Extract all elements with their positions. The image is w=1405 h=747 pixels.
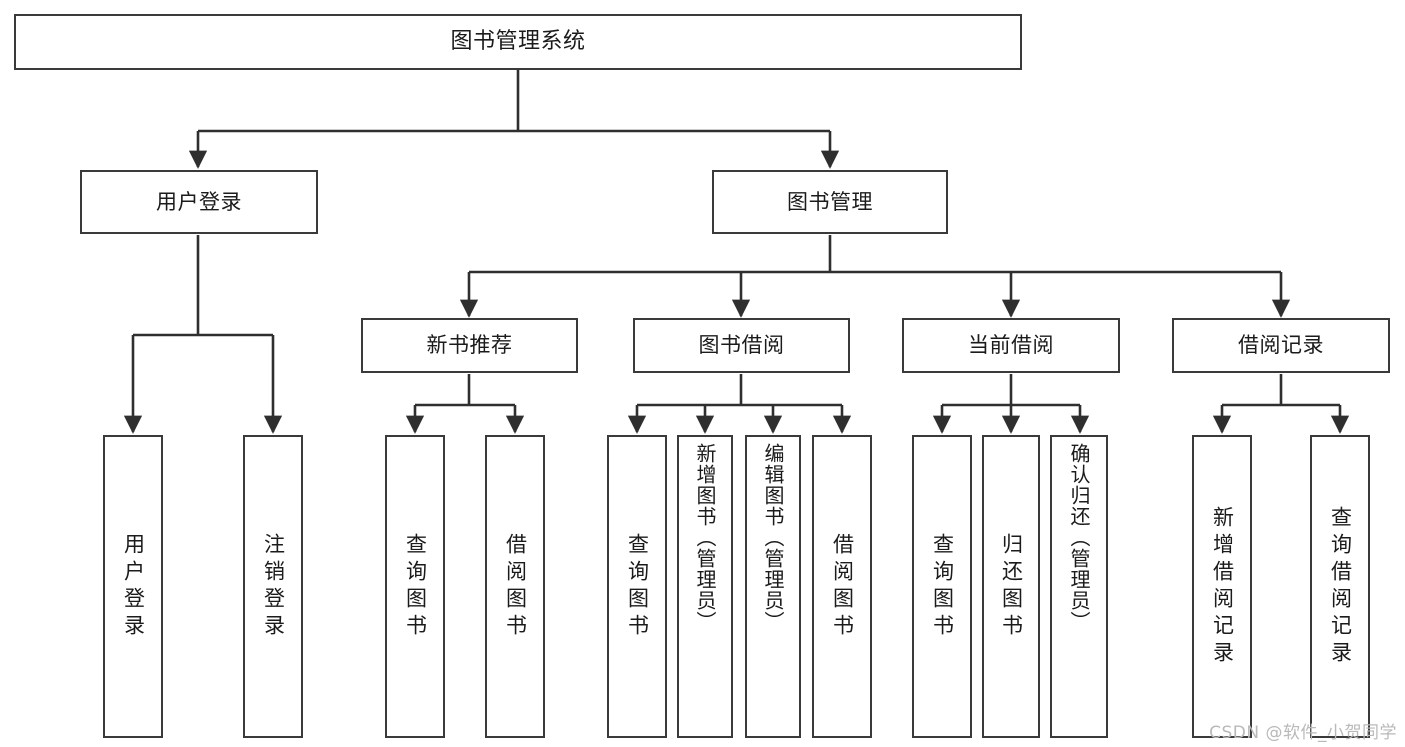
node-root-book-management-system[interactable]: 图书管理系统 xyxy=(14,14,1022,70)
node-label: 用户登录 xyxy=(156,189,242,214)
node-label: 查询图书 xyxy=(930,532,955,641)
node-label: 查询借阅记录 xyxy=(1328,505,1353,668)
node-label: 查询图书 xyxy=(403,532,428,641)
leaf-book-borrow-borrow-book[interactable]: 借阅图书 xyxy=(812,435,872,738)
leaf-new-book-borrow-book[interactable]: 借阅图书 xyxy=(485,435,545,738)
node-label: 图书管理 xyxy=(787,189,873,214)
leaf-book-borrow-edit-book-admin[interactable]: 编辑图书（管理员） xyxy=(745,435,801,738)
node-book-borrow[interactable]: 图书借阅 xyxy=(633,318,850,373)
node-label: 借阅记录 xyxy=(1238,333,1324,358)
node-label: 新增图书（管理员） xyxy=(693,443,717,632)
node-label: 图书管理系统 xyxy=(450,29,586,55)
node-label: 归还图书 xyxy=(999,532,1024,641)
node-label: 编辑图书（管理员） xyxy=(761,443,785,632)
node-new-book-recommend[interactable]: 新书推荐 xyxy=(361,318,578,373)
node-current-borrow[interactable]: 当前借阅 xyxy=(902,318,1120,373)
node-label: 查询图书 xyxy=(625,532,650,641)
node-label: 注销登录 xyxy=(261,532,286,641)
node-label: 借阅图书 xyxy=(503,532,528,641)
node-borrow-record[interactable]: 借阅记录 xyxy=(1172,318,1390,373)
leaf-user-login-login[interactable]: 用户登录 xyxy=(103,435,163,738)
leaf-user-login-logout[interactable]: 注销登录 xyxy=(243,435,303,738)
leaf-borrow-record-add-record[interactable]: 新增借阅记录 xyxy=(1192,435,1252,738)
node-label: 用户登录 xyxy=(121,532,146,641)
node-user-login[interactable]: 用户登录 xyxy=(80,170,318,234)
leaf-borrow-record-query-record[interactable]: 查询借阅记录 xyxy=(1310,435,1370,738)
leaf-book-borrow-query-book[interactable]: 查询图书 xyxy=(607,435,667,738)
leaf-book-borrow-add-book-admin[interactable]: 新增图书（管理员） xyxy=(677,435,733,738)
leaf-current-borrow-query-book[interactable]: 查询图书 xyxy=(912,435,972,738)
node-label: 借阅图书 xyxy=(830,532,855,641)
node-label: 图书借阅 xyxy=(698,333,785,358)
node-label: 当前借阅 xyxy=(968,333,1054,358)
node-label: 确认归还（管理员） xyxy=(1067,443,1091,632)
leaf-current-borrow-confirm-return-admin[interactable]: 确认归还（管理员） xyxy=(1050,435,1108,738)
node-label: 新增借阅记录 xyxy=(1210,505,1235,668)
leaf-current-borrow-return-book[interactable]: 归还图书 xyxy=(982,435,1040,738)
leaf-new-book-query-book[interactable]: 查询图书 xyxy=(385,435,445,738)
node-label: 新书推荐 xyxy=(426,333,513,358)
node-book-management[interactable]: 图书管理 xyxy=(712,170,948,234)
